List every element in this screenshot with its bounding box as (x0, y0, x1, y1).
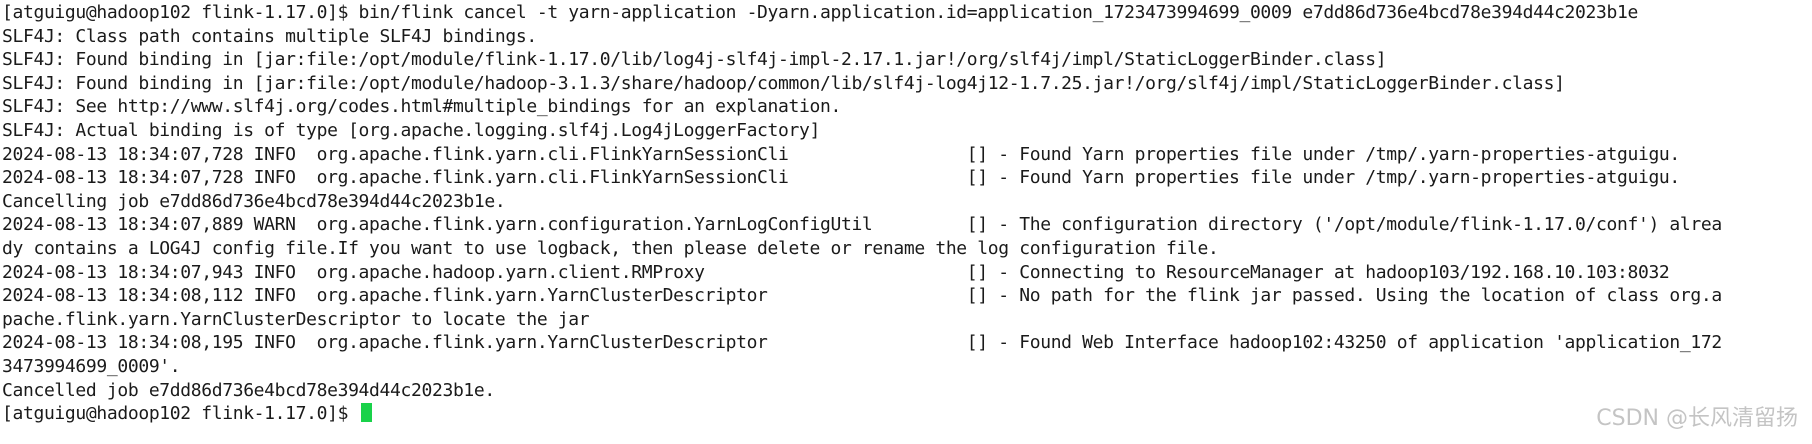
terminal-line: SLF4J: See http://www.slf4j.org/codes.ht… (2, 96, 841, 118)
shell-prompt: [atguigu@hadoop102 flink-1.17.0]$ (2, 403, 359, 425)
terminal-line-command: [atguigu@hadoop102 flink-1.17.0]$ bin/fl… (2, 2, 1638, 23)
terminal-line: SLF4J: Found binding in [jar:file:/opt/m… (2, 49, 1387, 71)
terminal-cursor (360, 403, 372, 423)
terminal-line: SLF4J: Found binding in [jar:file:/opt/m… (2, 72, 1565, 94)
terminal-line: Cancelling job e7dd86d736e4bcd78e394d44c… (2, 190, 506, 212)
terminal-line: 2024-08-13 18:34:07,943 INFO org.apache.… (2, 261, 1670, 283)
terminal-prompt-line[interactable]: [atguigu@hadoop102 flink-1.17.0]$ (2, 402, 1722, 426)
terminal-line: dy contains a LOG4J config file.If you w… (2, 237, 1219, 259)
csdn-watermark: CSDN @长风清留扬 (1596, 406, 1798, 431)
terminal-line: 2024-08-13 18:34:07,728 INFO org.apache.… (2, 143, 1680, 165)
terminal-line: 2024-08-13 18:34:07,728 INFO org.apache.… (2, 167, 1680, 189)
terminal-line: 2024-08-13 18:34:07,889 WARN org.apache.… (2, 214, 1722, 236)
terminal-line: SLF4J: Class path contains multiple SLF4… (2, 25, 537, 47)
terminal-line: SLF4J: Actual binding is of type [org.ap… (2, 119, 820, 141)
terminal-output: [atguigu@hadoop102 flink-1.17.0]$ bin/fl… (2, 1, 1722, 426)
terminal-line: 3473994699_0009'. (2, 355, 181, 377)
terminal-line: 2024-08-13 18:34:08,112 INFO org.apache.… (2, 285, 1722, 307)
terminal-line: 2024-08-13 18:34:08,195 INFO org.apache.… (2, 332, 1722, 354)
terminal-line: pache.flink.yarn.YarnClusterDescriptor t… (2, 308, 590, 330)
terminal-line: Cancelled job e7dd86d736e4bcd78e394d44c2… (2, 379, 495, 401)
